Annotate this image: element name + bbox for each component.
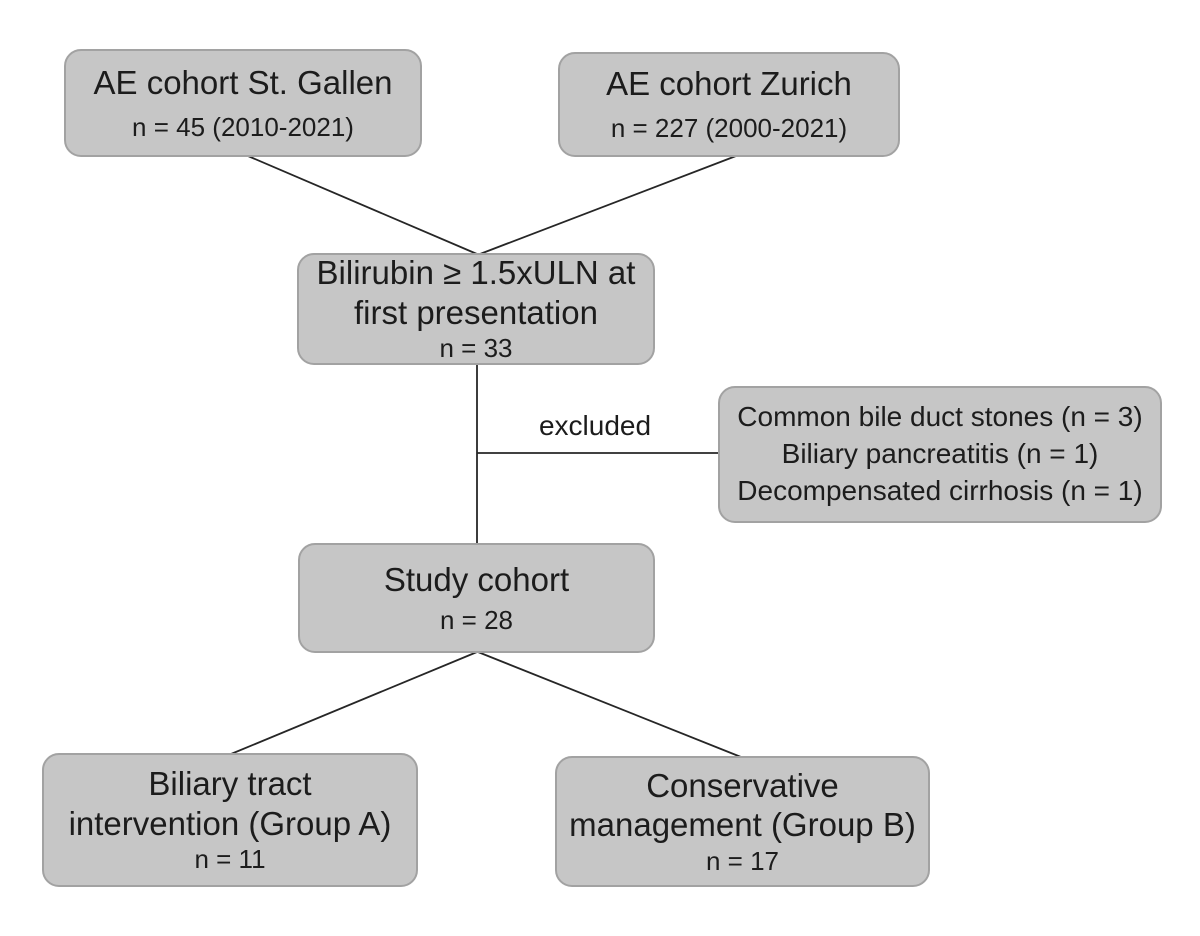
node-group-a-biliary-intervention: Biliary tract intervention (Group A) n =…: [42, 753, 418, 887]
node-title-line2: management (Group B): [569, 806, 916, 844]
node-title-line1: Conservative: [646, 766, 839, 804]
node-title: Study cohort: [383, 560, 570, 598]
node-title: Biliary tract intervention (Group A): [69, 764, 392, 843]
node-title-line2: first presentation: [354, 293, 598, 331]
excluded-reason-3: Decompensated cirrhosis (n = 1): [737, 474, 1143, 506]
node-count: n = 11: [194, 844, 266, 875]
connector-study-to-group-a: [230, 651, 478, 755]
connector-study-to-group-b: [477, 651, 742, 758]
excluded-reason-2: Biliary pancreatitis (n = 1): [781, 438, 1099, 470]
node-study-cohort: Study cohort n = 28: [298, 543, 655, 653]
node-bilirubin-criteria: Bilirubin ≥ 1.5xULN at first presentatio…: [297, 253, 655, 365]
node-count: n = 17: [705, 845, 779, 876]
node-excluded-reasons: Common bile duct stones (n = 3) Biliary …: [718, 386, 1162, 523]
excluded-edge-label: excluded: [538, 410, 652, 441]
node-title-line1: Biliary tract: [148, 765, 312, 803]
node-ae-cohort-zurich: AE cohort Zurich n = 227 (2000-2021): [558, 52, 900, 157]
node-count: n = 227 (2000-2021): [610, 113, 848, 144]
connector-stgallen-to-bilirubin: [247, 155, 478, 255]
node-title: AE cohort Zurich: [606, 65, 852, 103]
excluded-reason-1: Common bile duct stones (n = 3): [737, 401, 1143, 433]
node-count: n = 28: [439, 604, 513, 635]
node-title: AE cohort St. Gallen: [93, 63, 393, 101]
node-title-line1: Bilirubin ≥ 1.5xULN at: [316, 254, 636, 292]
node-count: n = 33: [439, 333, 513, 364]
node-count: n = 45 (2010-2021): [132, 111, 354, 142]
node-title: Bilirubin ≥ 1.5xULN at first presentatio…: [317, 253, 636, 332]
connector-zurich-to-bilirubin: [479, 155, 737, 255]
node-ae-cohort-st-gallen: AE cohort St. Gallen n = 45 (2010-2021): [64, 49, 422, 157]
node-title: Conservative management (Group B): [569, 766, 916, 845]
node-title-line2: intervention (Group A): [68, 804, 392, 842]
node-group-b-conservative-management: Conservative management (Group B) n = 17: [555, 756, 930, 887]
